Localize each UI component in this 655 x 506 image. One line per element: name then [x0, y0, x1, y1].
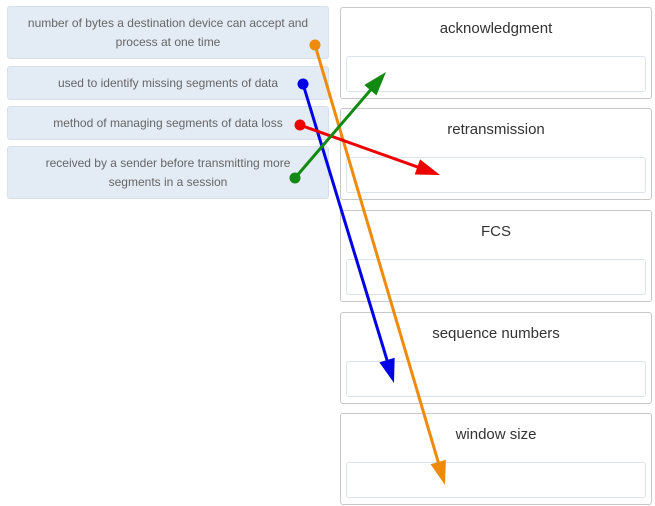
source-item-window-size-definition[interactable]: number of bytes a destination device can…: [7, 6, 329, 59]
target-label: retransmission: [447, 121, 545, 138]
target-label: sequence numbers: [432, 325, 560, 342]
source-item-acknowledgment-definition[interactable]: received by a sender before transmitting…: [7, 146, 329, 199]
drop-zone-sequence-numbers[interactable]: [346, 361, 646, 397]
source-item-text: used to identify missing segments of dat…: [57, 75, 279, 90]
source-item-text: method of managing segments of data loss: [53, 115, 283, 130]
source-item-text: received by a sender before transmitting…: [45, 155, 291, 189]
drop-zone-fcs[interactable]: [346, 259, 646, 295]
target-label: acknowledgment: [439, 20, 553, 37]
target-label: FCS: [481, 223, 511, 240]
target-label: window size: [455, 426, 537, 443]
target-fcs: FCS: [340, 210, 652, 302]
source-item-sequence-definition[interactable]: used to identify missing segments of dat…: [7, 66, 329, 100]
drop-zone-retransmission[interactable]: [346, 157, 646, 193]
drop-zone-window-size[interactable]: [346, 462, 646, 498]
drop-zone-acknowledgment[interactable]: [346, 56, 646, 92]
target-sequence-numbers: sequence numbers: [340, 312, 652, 404]
source-item-retransmission-definition[interactable]: method of managing segments of data loss: [7, 106, 329, 140]
source-item-text: number of bytes a destination device can…: [27, 15, 309, 49]
target-window-size: window size: [340, 413, 652, 505]
target-retransmission: retransmission: [340, 108, 652, 200]
target-acknowledgment: acknowledgment: [340, 7, 652, 99]
